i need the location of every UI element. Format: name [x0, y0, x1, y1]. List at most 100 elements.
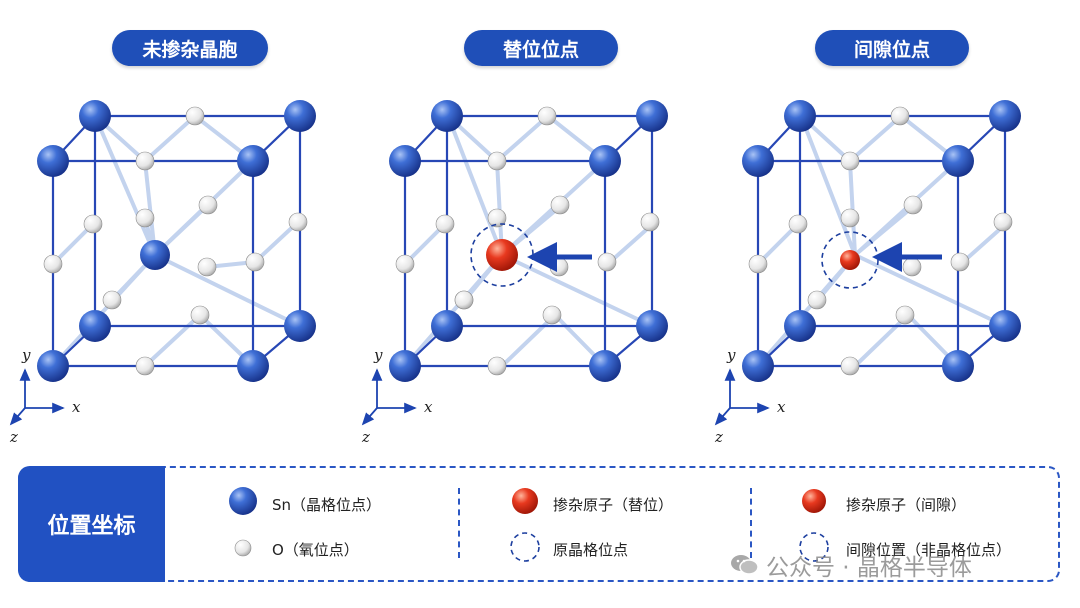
unit-cell-panel: y x z	[9, 100, 316, 446]
watermark: 公众号 · 晶格半导体	[730, 548, 972, 582]
o-atom	[549, 257, 569, 277]
y-axis-label: y	[373, 346, 383, 364]
o-atom	[395, 254, 415, 274]
bond	[848, 159, 857, 257]
sn-atom	[589, 145, 621, 177]
sn-atom	[989, 100, 1021, 132]
sn-atom	[742, 145, 774, 177]
legend-separator	[750, 488, 752, 558]
x-axis-label: x	[72, 398, 81, 416]
o-atom	[597, 252, 617, 272]
bond	[253, 220, 300, 264]
z-axis	[714, 407, 731, 426]
bond	[799, 114, 857, 257]
o-atom	[950, 252, 970, 272]
bond	[500, 253, 654, 328]
o-atom	[43, 254, 63, 274]
legend-title: 位置坐标	[18, 466, 165, 582]
x-axis-label: x	[424, 398, 433, 416]
o-atom	[890, 106, 910, 126]
dopant-atom-interstitial	[840, 250, 860, 270]
bond	[500, 313, 557, 368]
o-atom	[454, 290, 474, 310]
panel-title-interstitial: 间隙位点	[815, 30, 969, 66]
sn-atom	[431, 100, 463, 132]
legend-orig-site-icon	[510, 532, 540, 562]
o-atom	[895, 305, 915, 325]
sn-atom	[784, 310, 816, 342]
z-axis-label: z	[714, 428, 723, 446]
z-axis-label: z	[9, 428, 18, 446]
legend-o-icon	[234, 539, 252, 557]
o-atom	[83, 214, 103, 234]
o-atom	[902, 257, 922, 277]
sn-atom	[942, 145, 974, 177]
sn-atom	[284, 100, 316, 132]
bond	[143, 313, 202, 368]
o-atom	[550, 195, 570, 215]
sn-atom	[79, 310, 111, 342]
bond	[51, 222, 95, 266]
bond	[853, 203, 917, 257]
sn-atom	[942, 350, 974, 382]
dopant-atom-substitutional	[486, 239, 518, 271]
o-atom	[640, 212, 660, 232]
unit-cell-panel: yxz	[361, 100, 668, 446]
bond	[848, 114, 903, 163]
sn-atom	[431, 310, 463, 342]
legend-separator	[458, 488, 460, 558]
o-atom	[788, 214, 808, 234]
y-axis-label: y	[726, 346, 736, 364]
o-atom	[993, 212, 1013, 232]
y-axis-label: y	[21, 346, 31, 364]
legend-int-site-icon	[799, 532, 829, 562]
o-atom	[903, 195, 923, 215]
o-atom	[840, 151, 860, 171]
sn-atom	[636, 100, 668, 132]
legend-sn-icon	[229, 487, 257, 515]
o-atom	[840, 356, 860, 376]
bond	[495, 114, 550, 163]
legend-dopant-sub-icon	[512, 488, 538, 514]
bond	[153, 253, 302, 328]
sn-atom	[389, 350, 421, 382]
sn-atom	[140, 240, 170, 270]
legend-label-dopant-int: 掺杂原子（间隙）	[846, 496, 967, 514]
sn-atom	[37, 145, 69, 177]
bond	[143, 159, 157, 257]
legend-label-int-site: 间隙位置（非晶格位点）	[846, 541, 1012, 559]
sn-atom	[589, 350, 621, 382]
sn-atom	[989, 310, 1021, 342]
legend-label-o: O（氧位点）	[272, 541, 359, 559]
o-atom	[487, 208, 507, 228]
z-axis	[361, 407, 378, 426]
bond	[853, 313, 910, 368]
o-atom	[288, 212, 308, 232]
o-atom	[185, 106, 205, 126]
sn-atom	[636, 310, 668, 342]
sn-atom	[237, 145, 269, 177]
panel-title-undoped: 未掺杂晶胞	[112, 30, 268, 66]
o-atom	[537, 106, 557, 126]
o-atom	[487, 356, 507, 376]
o-atom	[102, 290, 122, 310]
legend-label-dopant-sub: 掺杂原子（替位）	[553, 496, 674, 514]
legend-label-orig-site: 原晶格位点	[553, 541, 629, 559]
wechat-icon	[730, 554, 760, 576]
o-atom	[542, 305, 562, 325]
o-atom	[840, 208, 860, 228]
bond	[853, 253, 1007, 328]
bond	[143, 114, 197, 163]
sn-atom	[237, 350, 269, 382]
o-atom	[135, 208, 155, 228]
watermark-text: 公众号 · 晶格半导体	[766, 555, 972, 581]
bond	[446, 114, 504, 257]
bond	[403, 222, 447, 266]
unit-cell-panel: y x z	[714, 100, 1021, 446]
sn-atom	[37, 350, 69, 382]
x-axis-label: x	[777, 398, 786, 416]
o-atom	[135, 356, 155, 376]
o-atom	[487, 151, 507, 171]
o-atom	[807, 290, 827, 310]
o-atom	[748, 254, 768, 274]
